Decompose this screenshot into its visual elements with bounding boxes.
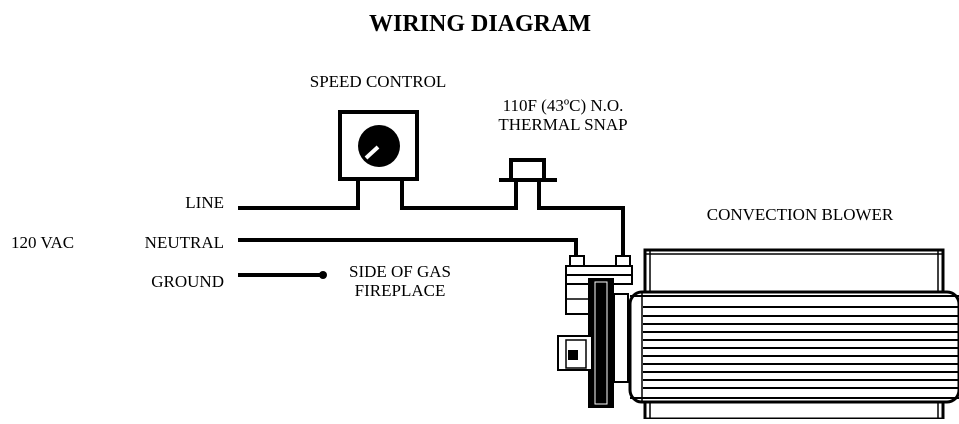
neutral-label: NEUTRAL (144, 233, 224, 252)
speed-control-label: SPEED CONTROL (309, 72, 447, 91)
side-of-gas-label-line1: SIDE OF GAS (348, 262, 452, 281)
thermal-snap-label-line2: THERMAL SNAP (498, 115, 628, 134)
line-wire (238, 179, 360, 210)
ground-label: GROUND (151, 272, 224, 291)
convection-blower-housing (628, 248, 959, 421)
speed-control-box (338, 110, 419, 181)
wire-connectors (565, 255, 633, 285)
convection-blower-label: CONVECTION BLOWER (706, 205, 894, 224)
blower-fins (643, 306, 959, 389)
diagram-title: WIRING DIAGRAM (369, 11, 591, 37)
blower-motor (557, 278, 629, 408)
thermal-snap (499, 158, 557, 182)
ground-terminal (319, 271, 327, 279)
thermal-snap-to-blower-wire (537, 180, 625, 256)
thermal-snap-label-line1: 110F (43ºC) N.O. (502, 96, 624, 115)
voltage-label: 120 VAC (11, 233, 75, 252)
line-label: LINE (185, 193, 224, 212)
speed-control-knob (358, 125, 400, 167)
line-wire-out (400, 179, 518, 210)
side-of-gas-label-line2: FIREPLACE (354, 281, 446, 300)
neutral-wire (238, 238, 578, 256)
